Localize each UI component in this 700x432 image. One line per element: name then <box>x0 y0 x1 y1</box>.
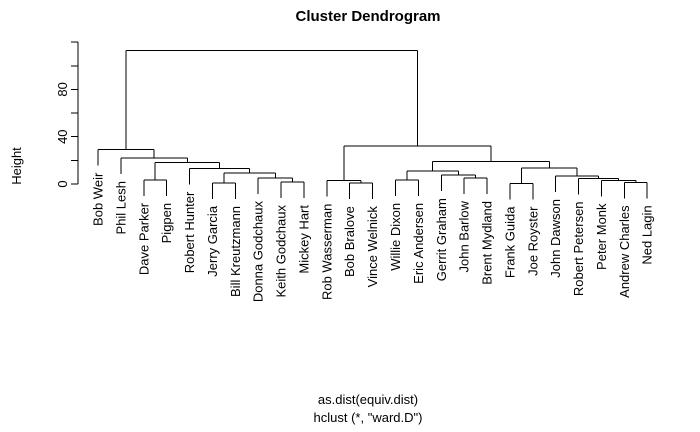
leaf-label: John Dawson <box>548 199 563 278</box>
leaf-label: Andrew Charles <box>617 205 632 298</box>
axis-tick-label: 80 <box>55 82 70 96</box>
leaf-label: Dave Parker <box>136 202 151 275</box>
leaf-label: Rob Wasserman <box>319 204 334 300</box>
caption-line-2: hclust (*, "ward.D") <box>313 410 423 425</box>
axis-tick-label: 40 <box>55 129 70 143</box>
leaf-label: Jerry Garcia <box>205 205 220 277</box>
leaf-label: John Barlow <box>457 200 472 272</box>
leaf-label: Bill Kreutzmann <box>228 206 243 297</box>
leaf-label: Peter Monk <box>594 203 609 270</box>
y-axis: 0 40 80 <box>55 41 79 188</box>
leaf-label: Ned Lagin <box>640 205 655 264</box>
leaf-label: Gerrit Graham <box>434 198 449 281</box>
leaf-label: Eric Andersen <box>411 203 426 284</box>
leaf-label: Bob Weir <box>91 172 106 226</box>
leaf-labels: Dave Parker Pigpen Jerry Garcia Bill Kreutz… <box>91 172 655 302</box>
caption-line-1: as.dist(equiv.dist) <box>317 392 419 407</box>
leaf-label: Donna Godchaux <box>251 200 266 302</box>
leaf-label: Frank Guida <box>502 206 517 278</box>
leaf-label: Bob Bralove <box>342 206 357 277</box>
leaf-label: Willie Dixon <box>388 203 403 271</box>
leaf-label: Phil Lesh <box>113 181 128 234</box>
leaf-label: Robert Petersen <box>571 201 586 296</box>
leaf-label: Brent Mydland <box>480 201 495 285</box>
chart-title: Cluster Dendrogram <box>295 8 441 25</box>
dendrogram-tree <box>97 49 648 200</box>
leaf-label: Vince Welnick <box>365 206 380 288</box>
leaf-label: Mickey Hart <box>296 205 311 274</box>
caption: as.dist(equiv.dist) hclust (*, "ward.D") <box>36 391 700 427</box>
leaf-label: Robert Hunter <box>182 191 197 273</box>
axis-tick-label: 0 <box>55 180 70 187</box>
leaf-label: Joe Royster <box>525 206 540 276</box>
leaf-label: Pigpen <box>159 203 174 243</box>
leaf-label: Keith Godchaux <box>274 205 289 298</box>
